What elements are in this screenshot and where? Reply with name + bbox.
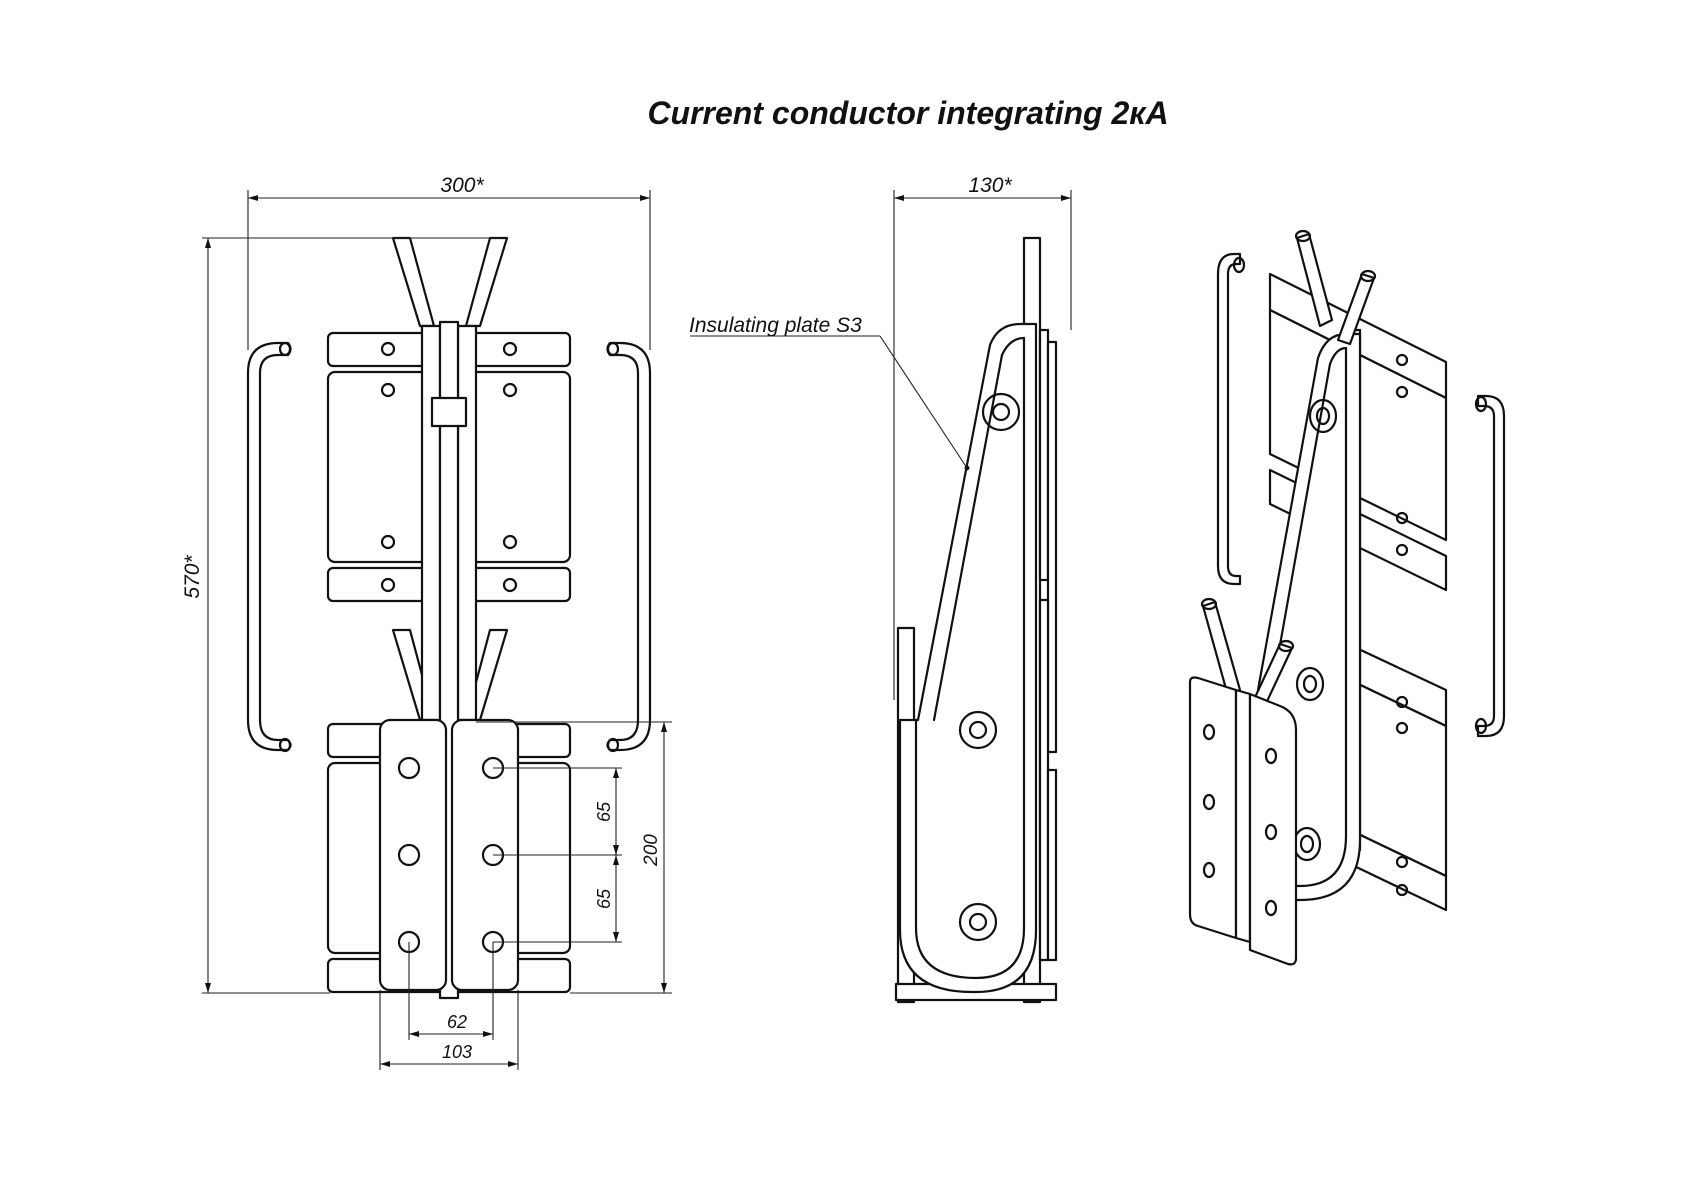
front-view [246,236,652,1000]
side-insulating-plate [898,322,1038,994]
right-handle [606,341,652,752]
side-dimensions: 130* Insulating plate S3 [689,174,1072,700]
central-conductor-left [420,324,442,722]
dim-hole-spacing: 62 [447,1012,467,1032]
dim-hole-pitch-upper: 65 [594,801,614,822]
dim-hole-pitch-lower: 65 [594,888,614,909]
central-conductor-right [456,324,478,722]
dim-overall-height: 570* [181,555,204,599]
dim-terminal-height: 200 [641,834,662,867]
side-view [894,236,1058,1004]
drawing-title: Current conductor integrating 2кА [647,95,1168,131]
dim-plate-width: 103 [442,1042,472,1062]
iso-terminal-plate-right [1248,692,1298,966]
callout-insulating-plate: Insulating plate S3 [689,314,862,337]
front-dimensions: 300* 570* 200 65 65 62 103 [181,174,672,1070]
dim-side-depth: 130* [968,174,1012,197]
dim-overall-width: 300* [440,174,484,197]
left-handle [246,341,292,752]
terminal-plate-left [378,718,448,992]
isometric-view [1188,229,1506,966]
